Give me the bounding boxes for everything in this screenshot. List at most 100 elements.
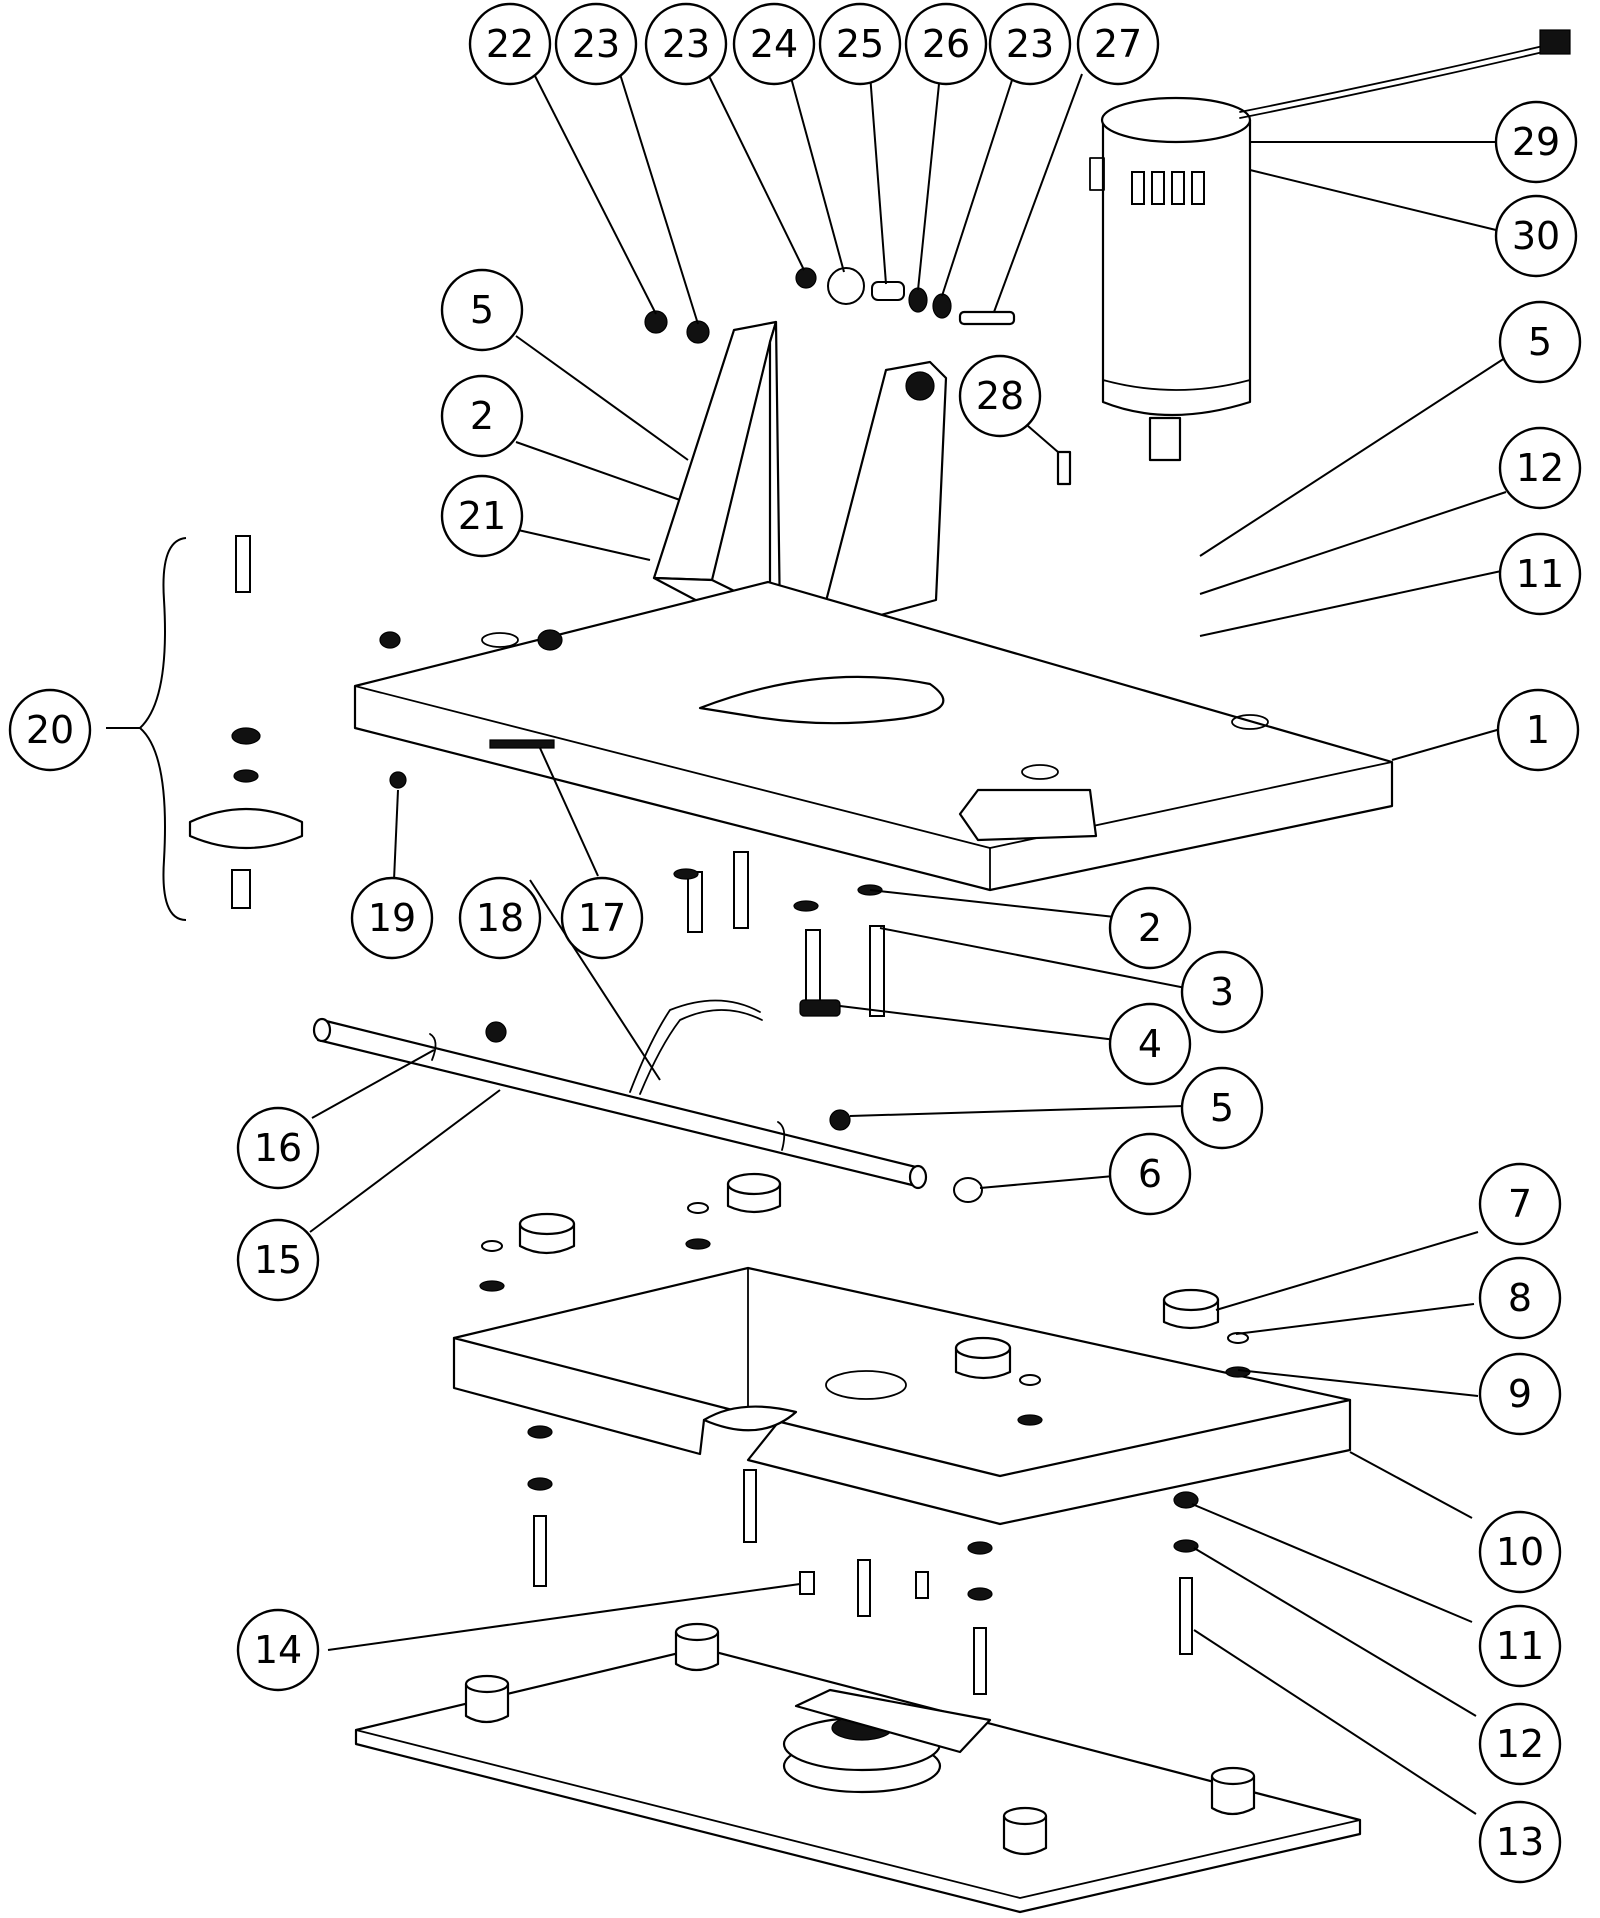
callout-number: 3 <box>1210 970 1234 1014</box>
callout-number: 11 <box>1516 552 1564 596</box>
callout-circle <box>958 354 1042 438</box>
callout-circle <box>440 268 524 352</box>
strip-17 <box>489 739 555 749</box>
callout-c17: 17 <box>560 876 644 960</box>
callout-circle <box>1478 1800 1562 1884</box>
callout-circle <box>1478 1162 1562 1246</box>
callout-number: 23 <box>662 22 710 66</box>
callout-c5-top-right: 5 <box>1498 300 1582 384</box>
callout-c18: 18 <box>458 876 542 960</box>
callout-circle <box>1108 1002 1192 1086</box>
callout-c3: 3 <box>1180 950 1264 1034</box>
callout-circle <box>1108 1132 1192 1216</box>
callout-number: 5 <box>1210 1086 1234 1130</box>
callout-circle <box>458 876 542 960</box>
callout-number: 6 <box>1138 1152 1162 1196</box>
callout-number: 4 <box>1138 1022 1162 1066</box>
callout-number: 2 <box>470 394 494 438</box>
callout-number: 11 <box>1496 1624 1544 1668</box>
callout-circle <box>818 2 902 86</box>
callout-c21: 21 <box>440 474 524 558</box>
callout-circle <box>1496 688 1580 772</box>
callout-number: 23 <box>1006 22 1054 66</box>
callout-circle <box>236 1106 320 1190</box>
callout-c10: 10 <box>1478 1510 1562 1594</box>
callout-circle <box>1076 2 1160 86</box>
callout-circle <box>554 2 638 86</box>
callout-circle <box>560 876 644 960</box>
callout-c12-bottom: 12 <box>1478 1702 1562 1786</box>
callout-number: 13 <box>1496 1820 1544 1864</box>
callout-number: 26 <box>922 22 970 66</box>
callout-circle <box>1180 950 1264 1034</box>
callout-number: 15 <box>254 1238 302 1282</box>
callout-c11-top: 11 <box>1498 532 1582 616</box>
callout-c28: 28 <box>958 354 1042 438</box>
callout-c23a: 23 <box>554 2 638 86</box>
callout-number: 7 <box>1508 1182 1532 1226</box>
screw-19 <box>389 771 407 789</box>
parts-drawing <box>188 29 1571 1914</box>
callout-number: 2 <box>1138 906 1162 950</box>
callout-circle <box>644 2 728 86</box>
callout-number: 21 <box>458 494 506 538</box>
callout-number: 1 <box>1526 708 1550 752</box>
callout-c9: 9 <box>1478 1352 1562 1436</box>
callout-c7: 7 <box>1478 1162 1562 1246</box>
callout-c6: 6 <box>1108 1132 1192 1216</box>
callout-number: 23 <box>572 22 620 66</box>
callout-number: 25 <box>836 22 884 66</box>
callout-number: 5 <box>470 288 494 332</box>
callout-number: 14 <box>254 1628 302 1672</box>
callout-c5-mid: 5 <box>1180 1066 1264 1150</box>
callout-number: 24 <box>750 22 798 66</box>
callout-circle <box>904 2 988 86</box>
callout-circle <box>1494 100 1578 184</box>
leader-lines <box>106 73 1509 1815</box>
callout-number: 12 <box>1496 1722 1544 1766</box>
callout-circle <box>1180 1066 1264 1150</box>
callout-number: 20 <box>26 708 74 752</box>
callout-number: 5 <box>1528 320 1552 364</box>
callout-circle <box>732 2 816 86</box>
callout-c30: 30 <box>1494 194 1578 278</box>
callout-circle <box>236 1608 320 1692</box>
callout-circle <box>1498 300 1582 384</box>
callout-number: 27 <box>1094 22 1142 66</box>
callout-circle <box>440 474 524 558</box>
base-plate <box>354 1622 1362 1914</box>
bracket-hardware <box>644 267 1016 344</box>
callout-circle <box>468 2 552 86</box>
callout-number: 10 <box>1496 1530 1544 1574</box>
callout-number: 29 <box>1512 120 1560 164</box>
callout-number: 22 <box>486 22 534 66</box>
callout-circle <box>1108 886 1192 970</box>
callout-c13: 13 <box>1478 1800 1562 1884</box>
callout-c11-bottom: 11 <box>1478 1604 1562 1688</box>
deck-fasteners <box>673 851 885 1017</box>
callout-number: 30 <box>1512 214 1560 258</box>
callout-circle <box>1498 426 1582 510</box>
callout-circle <box>1494 194 1578 278</box>
callout-circle <box>1478 1256 1562 1340</box>
callout-c12-top: 12 <box>1498 426 1582 510</box>
callout-c1: 1 <box>1496 688 1580 772</box>
callout-c16: 16 <box>236 1106 320 1190</box>
callout-c15: 15 <box>236 1218 320 1302</box>
callout-number: 9 <box>1508 1372 1532 1416</box>
callout-number: 19 <box>368 896 416 940</box>
callout-number: 17 <box>578 896 626 940</box>
callout-circle <box>8 688 92 772</box>
callout-circle <box>350 876 434 960</box>
callout-number: 28 <box>976 374 1024 418</box>
callout-c14: 14 <box>236 1608 320 1692</box>
callout-c22: 22 <box>468 2 552 86</box>
callout-c20: 20 <box>8 688 92 772</box>
foot-assembly <box>188 535 304 909</box>
callout-c26: 26 <box>904 2 988 86</box>
callout-number: 8 <box>1508 1276 1532 1320</box>
callout-circle <box>1478 1510 1562 1594</box>
callout-c27: 27 <box>1076 2 1160 86</box>
